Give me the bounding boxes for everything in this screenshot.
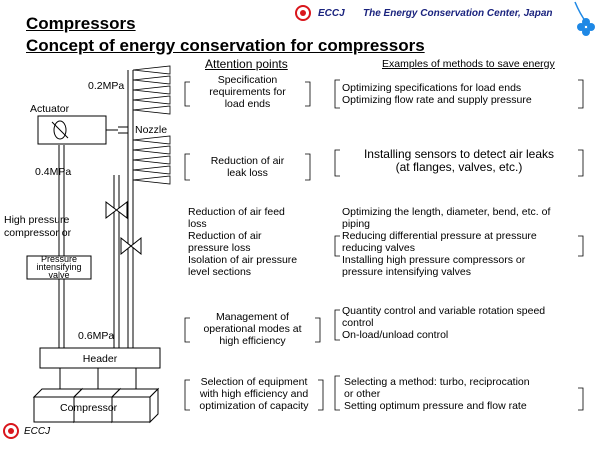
page-title: Compressors	[26, 14, 136, 33]
examples-header: Examples of methods to save energy	[382, 58, 555, 70]
eccj-logo-icon	[295, 5, 311, 21]
pressure-intensifying-valve-box	[26, 255, 92, 280]
attention-equipment-selection: Selection of equipment with high efficie…	[199, 376, 309, 412]
piping	[58, 70, 134, 348]
attention-specification: Specification requirements for load ends	[209, 74, 286, 110]
nozzle-label: Nozzle	[135, 124, 168, 136]
example-piping-losses: Optimizing the length, diameter, bend, e…	[342, 206, 551, 278]
pressure-label-0-6: 0.6MPa	[78, 330, 115, 342]
hp-compressor-label-line1: High pressure	[4, 214, 70, 226]
example-operational-modes: Quantity control and variable rotation s…	[342, 305, 546, 341]
hp-compressor-label-line2: compressor or	[4, 227, 72, 239]
example-specification: Optimizing specifications for load ends …	[342, 82, 532, 106]
nozzle-cluster-middle	[132, 135, 171, 185]
attention-points-header: Attention points	[205, 57, 288, 71]
valve-icon	[105, 200, 142, 256]
clover-icon	[574, 1, 595, 36]
attention-air-leak: Reduction of air leak loss	[210, 155, 285, 179]
example-brackets	[334, 79, 584, 411]
compressor-label: Compressor	[60, 402, 118, 414]
attention-operational-modes: Management of operational modes at high …	[203, 311, 302, 347]
footer-org-short: ECCJ	[24, 426, 51, 437]
actuator-label: Actuator	[30, 103, 70, 115]
org-short-name: ECCJ	[318, 8, 345, 19]
attention-brackets	[184, 81, 324, 411]
header-box-label: Header	[82, 353, 118, 365]
actuator-icon	[37, 115, 118, 145]
pressure-label-0-2: 0.2MPa	[88, 80, 125, 92]
nozzle-cluster-top	[132, 65, 171, 115]
page-subtitle: Concept of energy conservation for compr…	[26, 36, 425, 55]
example-equipment-selection: Selecting a method: turbo, reciprocation…	[344, 376, 530, 412]
pressure-intensifying-valve-label: Pressure intensifying valve	[36, 254, 82, 280]
org-full-name: The Energy Conservation Center, Japan	[363, 8, 553, 19]
example-air-leak: Installing sensors to detect air leaks (…	[363, 147, 555, 174]
compressor-units	[32, 368, 160, 424]
attention-piping-losses: Reduction of air feed loss Reduction of …	[188, 206, 298, 278]
pressure-label-0-4: 0.4MPa	[35, 166, 72, 178]
eccj-footer-logo-icon	[3, 423, 19, 439]
header-box	[39, 347, 161, 369]
